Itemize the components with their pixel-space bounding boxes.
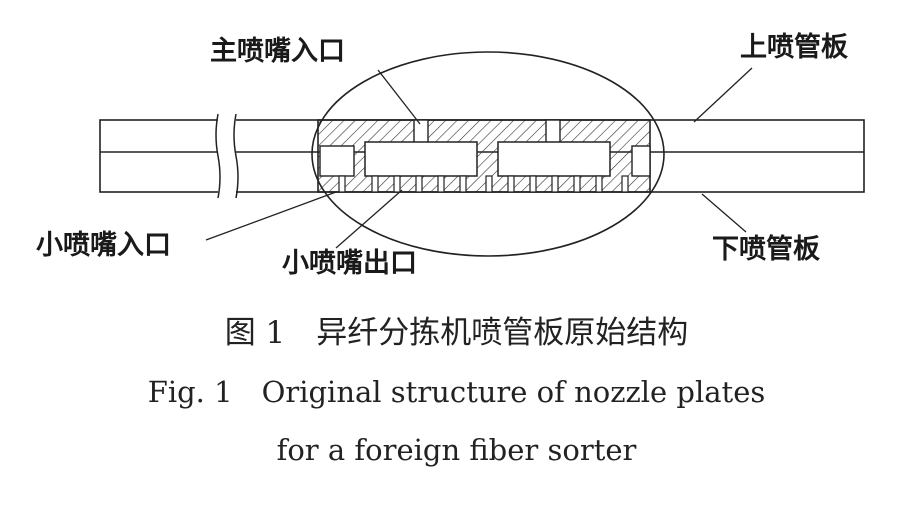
break-mark-left <box>215 113 221 199</box>
caption-english-line2: for a foreign fiber sorter <box>276 433 637 467</box>
leader-small-outlet <box>335 189 403 249</box>
caption-chinese: 图 1 异纤分拣机喷管板原始结构 <box>224 315 689 351</box>
nozzle-chamber <box>497 141 611 177</box>
leader-small-inlet <box>205 191 337 241</box>
plate-left-stub <box>99 119 218 193</box>
side-chamber <box>319 145 355 177</box>
main-inlet-slot <box>413 119 429 144</box>
break-mark-right <box>233 113 239 199</box>
leader-lower-plate <box>701 193 747 233</box>
caption-english-line1: Fig. 1 Original structure of nozzle plat… <box>147 375 766 409</box>
label-main-nozzle-inlet: 主喷嘴入口 <box>210 36 345 67</box>
detail-ellipse <box>311 51 665 257</box>
label-upper-nozzle-plate: 上喷管板 <box>740 32 848 63</box>
hatched-section <box>317 119 651 193</box>
nozzle-chamber <box>364 141 478 177</box>
label-small-nozzle-inlet: 小喷嘴入口 <box>36 230 171 261</box>
leader-main-inlet <box>377 69 421 125</box>
label-small-nozzle-outlet: 小喷嘴出口 <box>282 248 417 279</box>
leader-upper-plate <box>693 67 753 123</box>
label-lower-nozzle-plate: 下喷管板 <box>712 234 820 265</box>
small-outlet-slots <box>338 175 629 193</box>
side-chamber <box>631 145 651 177</box>
main-inlet-slot <box>545 119 561 144</box>
